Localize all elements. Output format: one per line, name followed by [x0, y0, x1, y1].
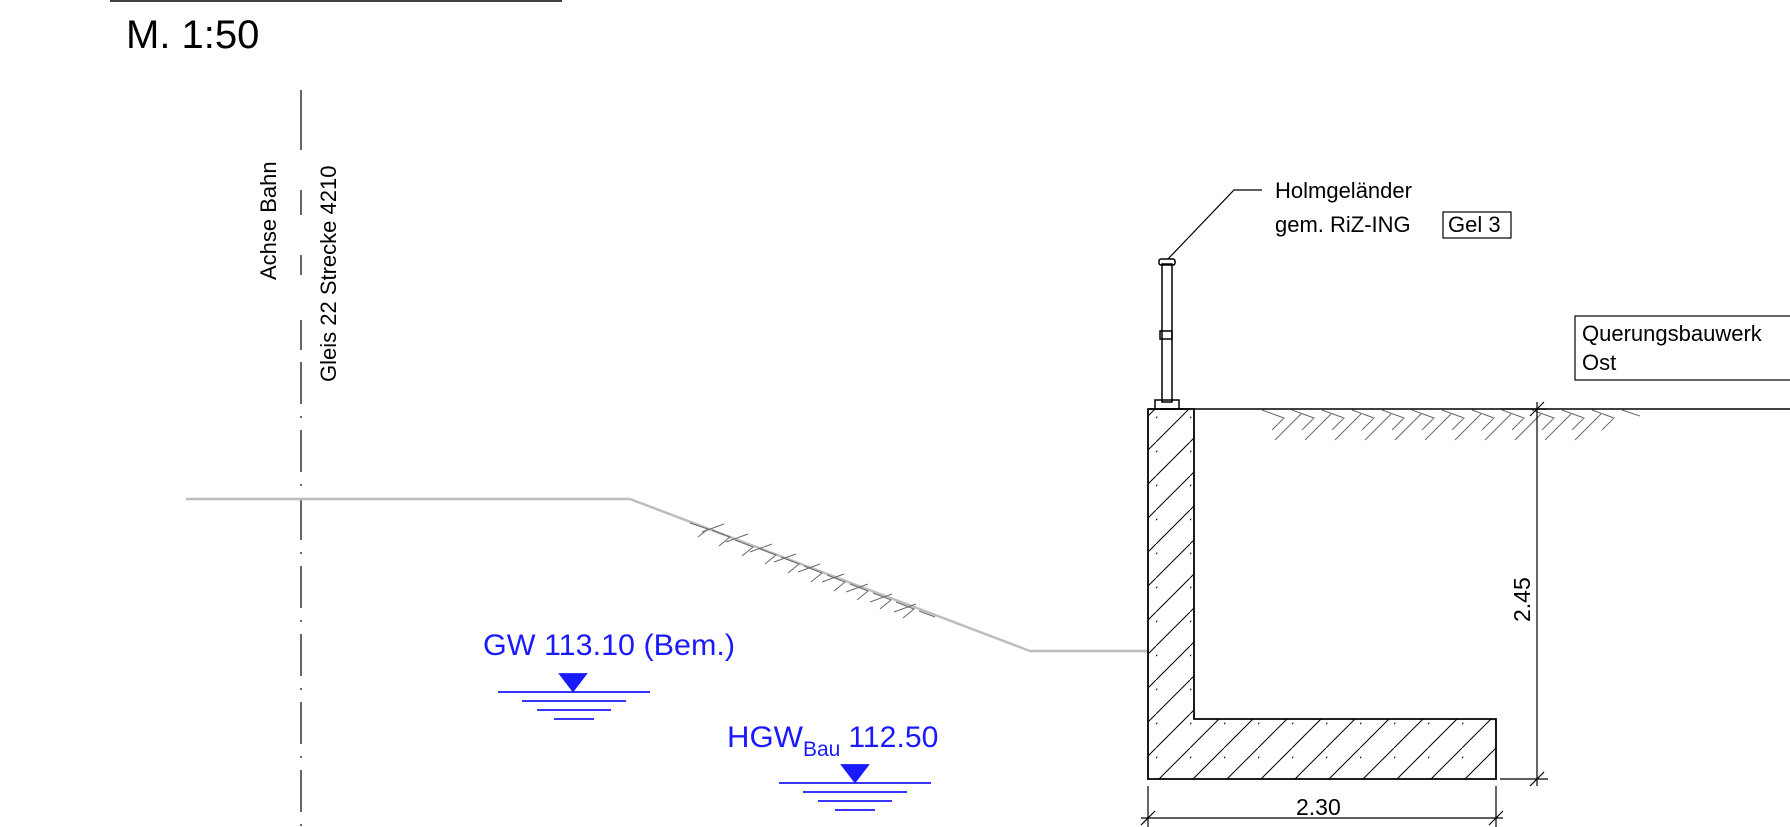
axis-label-gleis: Gleis 22 Strecke 4210 — [316, 166, 341, 382]
railing-label-line2: gem. RiZ-ING — [1275, 212, 1411, 237]
axis-label-achse: Achse Bahn — [256, 161, 281, 280]
railing-label-line1: Holmgeländer — [1275, 178, 1412, 203]
structure-label-line1: Querungsbauwerk — [1582, 321, 1763, 346]
railing-leader — [1167, 189, 1262, 260]
hgw-water-symbol — [779, 764, 931, 811]
dim-height — [1500, 401, 1548, 787]
structure-label-line2: Ost — [1582, 350, 1616, 375]
ground-line — [186, 497, 1148, 653]
structure-label-box — [1574, 315, 1790, 381]
concrete-l-wall — [1147, 408, 1497, 780]
dim-height-label: 2.45 — [1509, 577, 1535, 622]
railing-code: Gel 3 — [1448, 212, 1501, 237]
railing-post — [1150, 258, 1190, 410]
dim-width-label: 2.30 — [1296, 794, 1341, 820]
slope-earth-hatch — [689, 522, 936, 619]
railing-code-box — [1442, 211, 1512, 239]
scale-label: M. 1:50 — [126, 13, 259, 57]
gw-label: GW 113.10 (Bem.) — [483, 629, 735, 662]
dim-width — [1140, 786, 1504, 827]
gw-water-symbol — [498, 673, 650, 720]
top-earth-hatch — [1261, 409, 1641, 441]
